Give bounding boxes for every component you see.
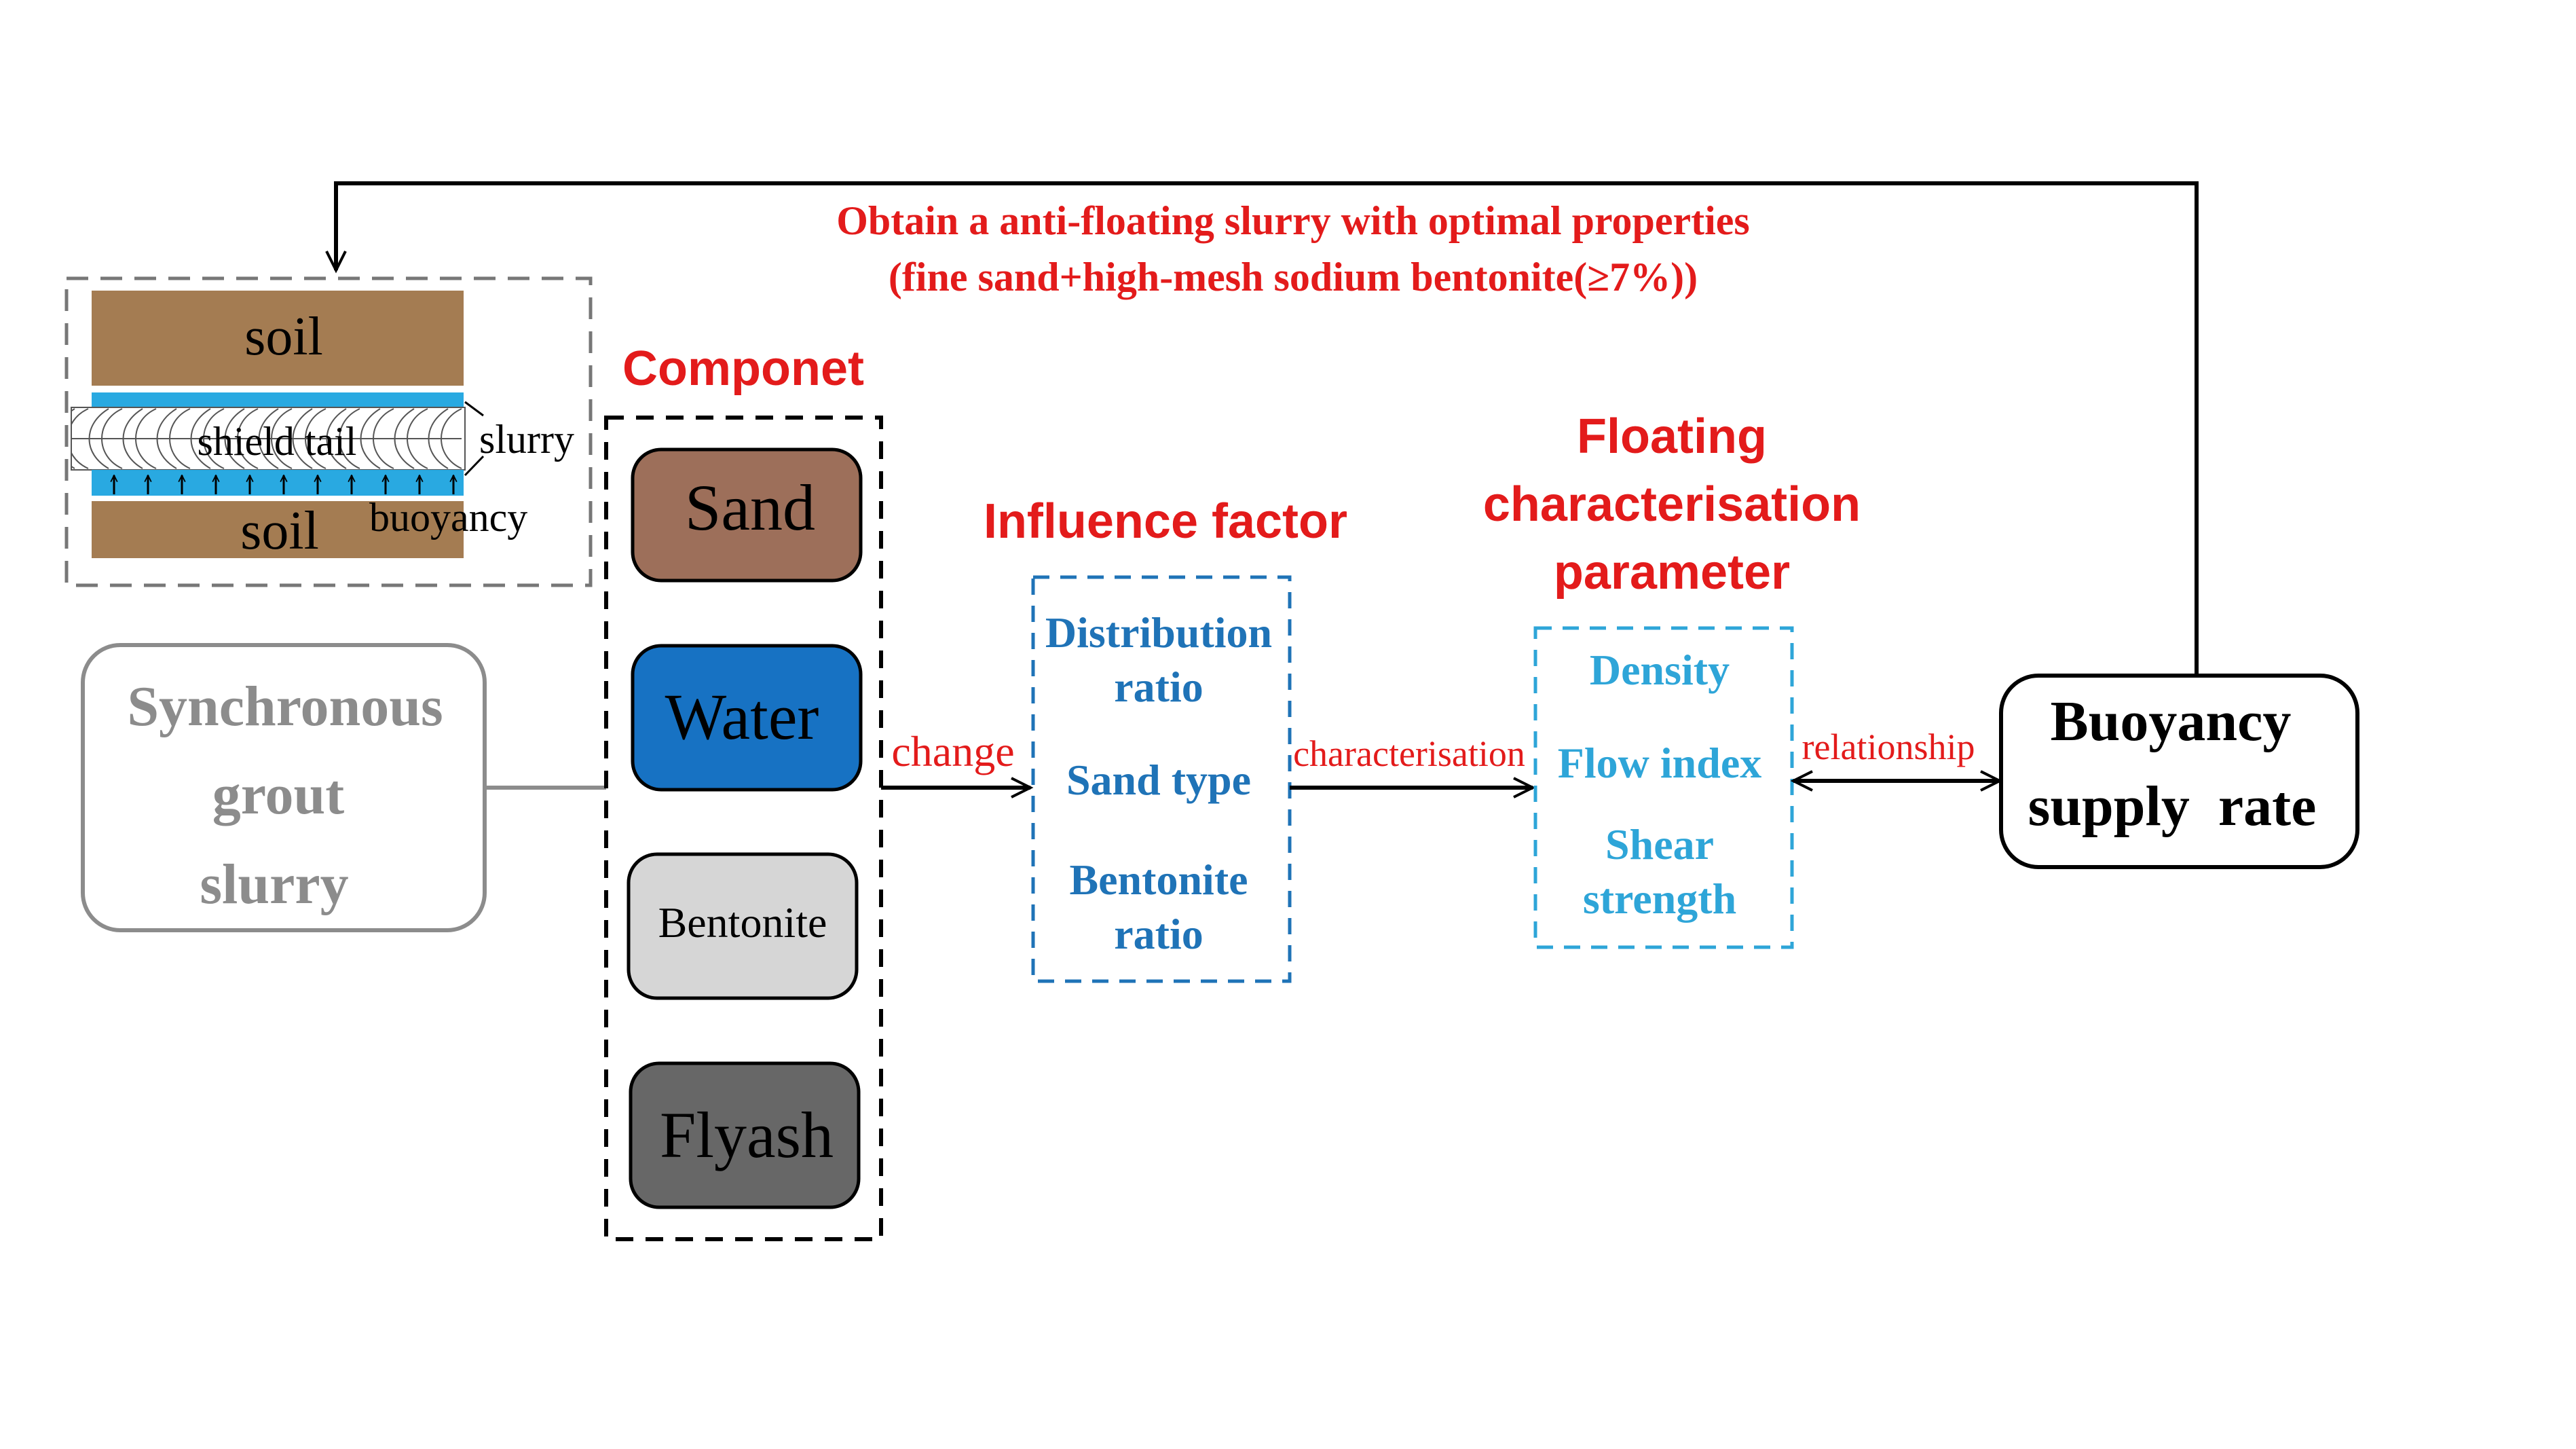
slurry-bottom-layer [92,470,464,496]
floating-title-line3: parameter [1554,545,1790,600]
floating-item-density: Density [1590,646,1730,694]
influence-frame [1031,575,1292,983]
buoyancy-supply-rate-box [1999,674,2359,869]
soil-top-layer [92,291,464,386]
inset-frame [64,276,593,587]
feedback-text-line2: (fine sand+high-mesh sodium bentonite(≥7… [889,255,1698,299]
shield-tail-label: shield tail [198,419,357,464]
influence-item-bentonite-line2: ratio [1114,910,1203,958]
relationship-label: relationship [1802,727,1975,767]
floating-item-shear-line2: strength [1583,875,1736,923]
shield-segment [224,408,259,469]
slurry-label: slurry [479,417,574,462]
shield-segment [258,408,293,469]
floating-title-line1: Floating [1577,409,1767,464]
grout-line1: Synchronous [127,675,443,738]
floating-item-flow-index: Flow index [1558,739,1761,787]
flyash-label: Flyash [660,1099,834,1171]
characterisation-label: characterisation [1293,733,1525,774]
result-line1: Buoyancy [2051,690,2292,753]
feedback-arrow [325,181,2199,674]
shield-tail-segments [71,408,462,469]
slurry-leader-line [464,401,485,477]
shield-segment [394,408,428,469]
soil-top-label: soil [244,307,323,367]
shield-tail-inset: soil shield tail soil slurry buoyancy [64,276,593,587]
buoyancy-arrows [114,475,453,494]
influence-item-sand-type: Sand type [1066,756,1251,804]
floating-item-shear-line1: Shear [1605,820,1714,868]
shield-segment [71,408,89,469]
sand-box [631,447,863,583]
influence-title: Influence factor [984,494,1347,549]
influence-item-distribution-line2: ratio [1114,663,1203,711]
grout-line3: slurry [200,853,348,916]
shield-segment [428,408,462,469]
bentonite-box [627,852,859,1000]
feedback-text-line1: Obtain a anti-floating slurry with optim… [836,198,1750,243]
flyash-box [629,1061,861,1209]
shield-segment [292,408,326,469]
influence-item-distribution-line1: Distribution [1045,608,1272,657]
sand-label: Sand [685,471,815,544]
shield-segment [156,408,191,469]
slurry-top-layer [92,392,464,407]
influence-item-bentonite-line1: Bentonite [1069,856,1248,904]
result-line2: supply rate [2028,775,2317,838]
change-label: change [891,727,1014,775]
buoyancy-label: buoyancy [369,495,527,540]
soil-bottom-layer [92,501,464,558]
shield-segment [326,408,360,469]
grout-line2: grout [212,763,344,826]
shield-segment [122,408,157,469]
component-frame [604,416,883,1241]
soil-bottom-label: soil [240,501,319,561]
component-title: Componet [622,342,864,396]
shield-segment [88,408,123,469]
bentonite-label: Bentonite [658,898,827,947]
water-box [631,644,863,792]
shield-segment [190,408,225,469]
shield-segment [360,408,394,469]
water-label: Water [665,680,819,753]
floating-title-line2: characterisation [1483,477,1861,532]
